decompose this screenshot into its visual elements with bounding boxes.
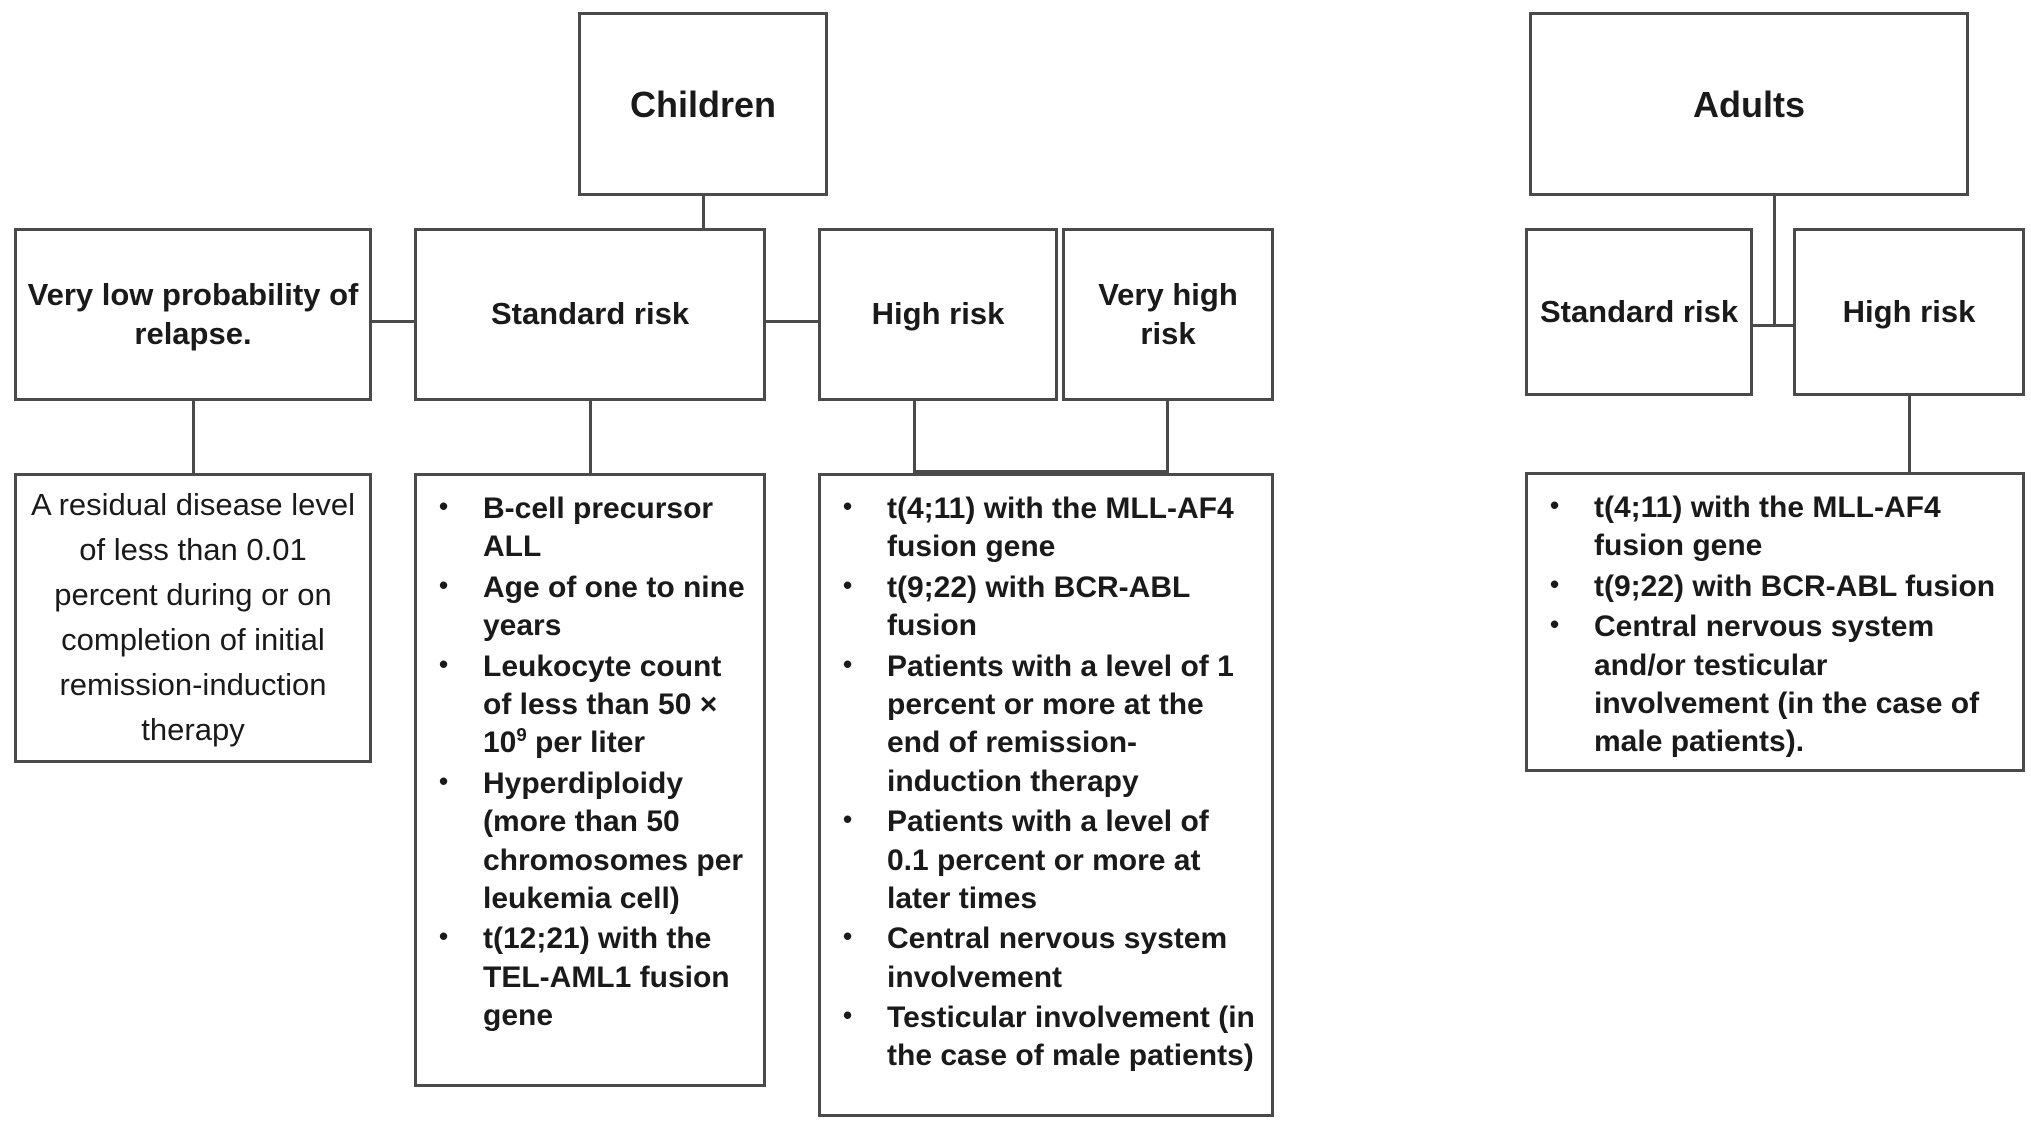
leaf-children-high-risk-list: t(4;11) with the MLL-AF4 fusion gene t(9…	[818, 473, 1274, 1117]
node-very-low-probability: Very low probability of relapse.	[14, 228, 372, 401]
list-item: Patients with a level of 0.1 percent or …	[831, 801, 1257, 918]
list-item: Hyperdiploidy (more than 50 chromosomes …	[427, 763, 749, 919]
connector-standard-high	[766, 320, 818, 323]
connector-adults-high-to-list	[1908, 396, 1911, 472]
list-item: t(12;21) with the TEL-AML1 fusion gene	[427, 918, 749, 1035]
node-adults-title: Adults	[1529, 12, 1969, 196]
connector-children-to-risks	[702, 196, 705, 228]
list-item: Central nervous system and/or testicular…	[1538, 606, 2008, 762]
node-adults-standard-risk: Standard risk	[1525, 228, 1753, 396]
list-item: t(9;22) with BCR-ABL fusion	[831, 567, 1257, 646]
list-item: t(9;22) with BCR-ABL fusion	[1538, 566, 2008, 606]
list-item: Leukocyte count of less than 50 × 109 pe…	[427, 646, 749, 763]
list-item: t(4;11) with the MLL-AF4 fusion gene	[831, 488, 1257, 567]
node-children-high-risk: High risk	[818, 228, 1058, 401]
connector-standard-to-list	[589, 401, 592, 473]
node-children-title: Children	[578, 12, 828, 196]
list-item: Testicular involvement (in the case of m…	[831, 997, 1257, 1076]
connector-high-to-list	[913, 401, 916, 473]
list-item: B-cell precursor ALL	[427, 488, 749, 567]
children-high-risk-bullet-list: t(4;11) with the MLL-AF4 fusion gene t(9…	[831, 488, 1257, 1076]
node-children-standard-risk: Standard risk	[414, 228, 766, 401]
node-children-very-high-risk: Very high risk	[1062, 228, 1274, 401]
connector-adults-to-risks	[1773, 196, 1776, 326]
adults-high-risk-bullet-list: t(4;11) with the MLL-AF4 fusion gene t(9…	[1538, 487, 2008, 762]
leaf-adults-high-risk-list: t(4;11) with the MLL-AF4 fusion gene t(9…	[1525, 472, 2025, 772]
connector-veryhigh-to-list	[1166, 401, 1169, 473]
node-adults-high-risk: High risk	[1793, 228, 2025, 396]
list-item: Patients with a level of 1 percent or mo…	[831, 646, 1257, 802]
leaf-very-low-detail: A residual disease level of less than 0.…	[14, 473, 372, 763]
connector-adults-standard-high	[1753, 324, 1793, 327]
connector-verylow-standard	[372, 320, 414, 323]
leaf-children-standard-risk-list: B-cell precursor ALL Age of one to nine …	[414, 473, 766, 1087]
connector-verylow-to-detail	[192, 401, 195, 473]
list-item: t(4;11) with the MLL-AF4 fusion gene	[1538, 487, 2008, 566]
list-item: Central nervous system involvement	[831, 918, 1257, 997]
connector-veryhigh-join	[913, 470, 1169, 473]
standard-risk-bullet-list: B-cell precursor ALL Age of one to nine …	[427, 488, 749, 1035]
list-item: Age of one to nine years	[427, 567, 749, 646]
